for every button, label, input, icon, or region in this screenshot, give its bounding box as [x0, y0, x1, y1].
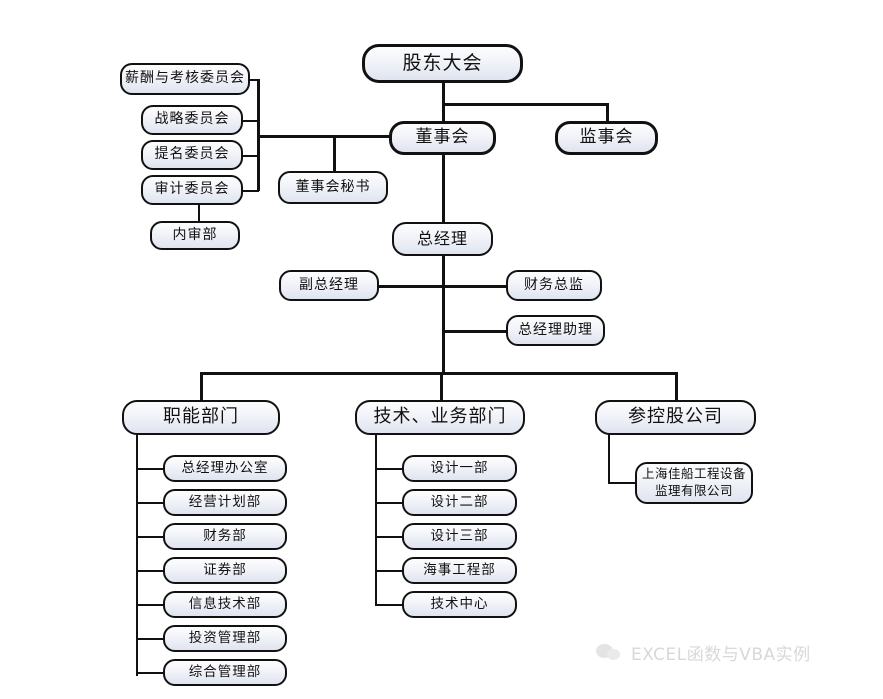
- connector-functional-rail: [136, 432, 138, 676]
- connector-top-bus: [442, 103, 609, 106]
- node-technical-child-2[interactable]: 设计二部: [402, 489, 517, 516]
- node-board-secretary[interactable]: 董事会秘书: [278, 171, 388, 204]
- connector-committee-stub-4: [243, 190, 259, 192]
- node-functional-departments[interactable]: 职能部门: [122, 400, 280, 435]
- connector-functional-stub-6: [136, 638, 164, 640]
- connector-committee-to-board: [257, 135, 396, 138]
- node-nomination-committee[interactable]: 提名委员会: [141, 140, 243, 170]
- connector-technical-stub-5: [375, 604, 403, 606]
- connector-internal-audit: [198, 201, 200, 221]
- node-functional-child-1[interactable]: 总经理办公室: [163, 455, 287, 482]
- connector-functional-stub-4: [136, 570, 164, 572]
- connector-to-supervisory: [606, 103, 609, 123]
- node-cfo[interactable]: 财务总监: [506, 270, 602, 301]
- connector-to-functional: [200, 372, 203, 400]
- node-shareholders-meeting[interactable]: 股东大会: [362, 44, 523, 83]
- node-audit-committee[interactable]: 审计委员会: [141, 175, 243, 205]
- watermark-text: EXCEL函数与VBA实例: [631, 645, 811, 665]
- connector-committee-stub-3: [243, 155, 259, 157]
- node-technical-child-4[interactable]: 海事工程部: [402, 557, 517, 584]
- connector-cfo: [442, 285, 507, 288]
- node-supervisory-board[interactable]: 监事会: [555, 121, 658, 155]
- connector-committee-stub-1: [249, 79, 259, 81]
- connector-functional-stub-2: [136, 502, 164, 504]
- node-functional-child-4[interactable]: 证券部: [163, 557, 287, 584]
- node-technical-child-5[interactable]: 技术中心: [402, 591, 517, 618]
- connector-functional-stub-5: [136, 604, 164, 606]
- node-gm-assistant[interactable]: 总经理助理: [506, 315, 605, 346]
- connector-holdings-rail: [608, 432, 610, 482]
- node-functional-child-6[interactable]: 投资管理部: [163, 625, 287, 652]
- connector-functional-stub-1: [136, 468, 164, 470]
- connector-committee-stub-2: [243, 120, 259, 122]
- connector-board-to-gm: [442, 153, 445, 223]
- node-functional-child-5[interactable]: 信息技术部: [163, 591, 287, 618]
- connector-gm-spine: [442, 255, 445, 372]
- connector-technical-stub-1: [375, 468, 403, 470]
- node-holdings-child-1[interactable]: 上海佳船工程设备 监理有限公司: [635, 462, 753, 504]
- node-strategy-committee[interactable]: 战略委员会: [141, 105, 243, 135]
- node-functional-child-7[interactable]: 综合管理部: [163, 659, 287, 686]
- connector-to-holdings: [675, 372, 678, 400]
- node-functional-child-3[interactable]: 财务部: [163, 523, 287, 550]
- wechat-icon: [596, 643, 622, 663]
- connector-holdings-stub-1: [608, 482, 636, 484]
- connector-technical-stub-3: [375, 536, 403, 538]
- connector-to-technical: [440, 372, 443, 400]
- connector-gm-assistant: [442, 330, 507, 333]
- node-remuneration-and-appraisal-committee[interactable]: 薪酬与考核委员会: [120, 63, 250, 95]
- connector-to-board: [442, 103, 445, 123]
- node-functional-child-2[interactable]: 经营计划部: [163, 489, 287, 516]
- node-holding-companies[interactable]: 参控股公司: [595, 400, 756, 435]
- connector-deputy-gm: [378, 285, 444, 288]
- connector-technical-stub-4: [375, 570, 403, 572]
- node-technical-business-departments[interactable]: 技术、业务部门: [355, 400, 525, 435]
- connector-board-secretary: [333, 135, 336, 171]
- node-deputy-general-manager[interactable]: 副总经理: [279, 270, 379, 301]
- node-technical-child-3[interactable]: 设计三部: [402, 523, 517, 550]
- connector-technical-rail: [375, 432, 377, 604]
- connector-division-bus: [200, 372, 677, 375]
- connector-technical-stub-2: [375, 502, 403, 504]
- node-technical-child-1[interactable]: 设计一部: [402, 455, 517, 482]
- node-general-manager[interactable]: 总经理: [392, 222, 493, 256]
- node-board-of-directors[interactable]: 董事会: [389, 121, 496, 155]
- connector-shareholders-down: [442, 82, 445, 104]
- connector-functional-stub-7: [136, 672, 164, 674]
- node-internal-audit[interactable]: 内审部: [150, 221, 240, 250]
- watermark: EXCEL函数与VBA实例: [596, 640, 811, 665]
- connector-functional-stub-3: [136, 536, 164, 538]
